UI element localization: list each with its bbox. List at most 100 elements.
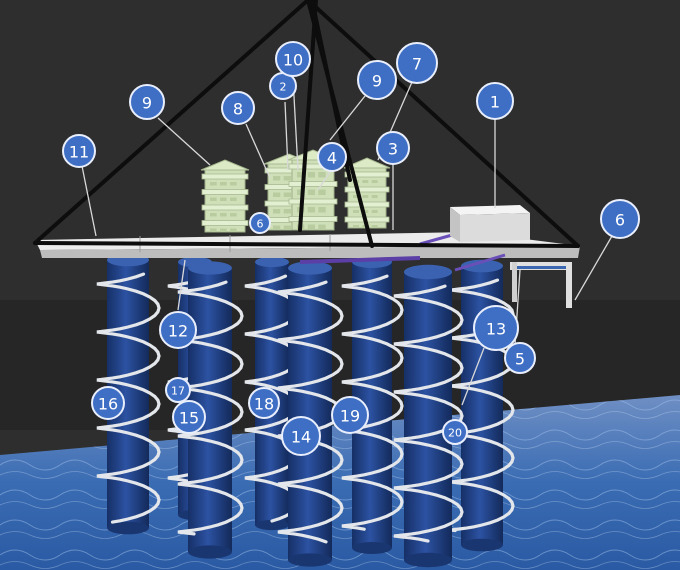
callout-13: 13 xyxy=(473,305,519,351)
building-window xyxy=(371,195,378,198)
callout-marker xyxy=(317,142,347,172)
building-floor-band xyxy=(201,220,249,226)
helix-strake xyxy=(341,274,404,531)
callout-16: 16 xyxy=(91,386,125,420)
callout-marker xyxy=(476,82,514,120)
gangway-rail xyxy=(515,266,570,269)
pile-base xyxy=(188,545,232,559)
building-floor-band xyxy=(288,181,338,187)
pile-cap xyxy=(255,256,289,268)
callout-marker xyxy=(376,131,410,165)
callout-label: 8 xyxy=(233,100,243,119)
building-window xyxy=(353,195,359,198)
building-window xyxy=(210,182,217,186)
callout-label: 18 xyxy=(254,395,274,414)
callout-15: 15 xyxy=(172,400,206,434)
water-ripples xyxy=(0,395,680,570)
building-window xyxy=(318,172,326,178)
building-window xyxy=(273,225,281,230)
building-window xyxy=(210,228,217,232)
leader-8 xyxy=(245,123,271,179)
callout-marker xyxy=(221,91,255,125)
building-floor-band xyxy=(344,201,390,208)
building-window xyxy=(230,228,237,232)
building-window xyxy=(273,209,281,214)
gangway-post xyxy=(566,262,572,308)
callout-label: 16 xyxy=(98,395,118,414)
pile-base xyxy=(107,521,149,535)
callout-9: 9 xyxy=(129,84,165,120)
helix-strake xyxy=(393,284,464,543)
callout-marker xyxy=(249,212,271,234)
callout-label: 13 xyxy=(486,320,506,339)
callout-10: 10 xyxy=(275,41,311,77)
building-window xyxy=(362,195,369,198)
deck-edge xyxy=(40,246,580,258)
building-window xyxy=(283,192,291,197)
callout-label: 9 xyxy=(142,94,152,113)
building-window xyxy=(283,176,291,181)
callout-label: 2 xyxy=(280,81,287,94)
callout-17: 17 xyxy=(165,377,191,403)
callout-marker xyxy=(473,305,519,351)
callout-marker xyxy=(504,342,536,374)
helix-strake xyxy=(177,280,244,536)
callout-marker xyxy=(91,386,125,420)
callout-label: 6 xyxy=(615,211,625,230)
building-window xyxy=(353,210,359,213)
building-floor-band xyxy=(201,189,249,195)
pile-cap xyxy=(461,259,503,273)
pile-base xyxy=(404,552,452,568)
callout-label: 9 xyxy=(372,72,382,91)
callout-label: 12 xyxy=(168,322,188,341)
leader-4 xyxy=(317,171,331,191)
callout-label: 3 xyxy=(388,140,398,159)
building-window xyxy=(362,210,369,213)
building-window xyxy=(230,197,237,201)
callout-marker xyxy=(357,60,397,100)
gangway-post xyxy=(512,262,517,302)
pile-shaft xyxy=(288,268,332,560)
purple-pipe xyxy=(454,253,506,272)
pile-shaft xyxy=(404,272,452,560)
pile-cap xyxy=(404,264,452,280)
building-window xyxy=(353,225,359,228)
callout-12: 12 xyxy=(159,311,197,349)
building-window xyxy=(318,207,326,213)
building-roof xyxy=(343,157,391,169)
pile-base xyxy=(255,519,289,531)
building xyxy=(200,159,250,233)
callout-8: 8 xyxy=(221,91,255,125)
callout-4: 4 xyxy=(317,142,347,172)
pile xyxy=(393,264,464,568)
building-window xyxy=(220,197,227,201)
building-window xyxy=(273,176,281,181)
callout-label: 14 xyxy=(291,428,311,447)
callout-label: 5 xyxy=(515,350,525,369)
callout-marker xyxy=(172,400,206,434)
building-window xyxy=(307,189,315,195)
callout-marker xyxy=(442,419,468,445)
callout-20: 20 xyxy=(442,419,468,445)
callout-label: 17 xyxy=(171,385,185,398)
callout-marker xyxy=(165,377,191,403)
building-group xyxy=(200,149,391,233)
callout-marker xyxy=(281,416,321,456)
building-floor-band xyxy=(344,171,390,178)
callout-label: 7 xyxy=(412,55,422,74)
building-window xyxy=(283,209,291,214)
callout-18: 18 xyxy=(248,387,280,419)
building-window xyxy=(297,172,305,178)
building-window xyxy=(371,180,378,183)
callout-marker xyxy=(396,42,438,84)
building-window xyxy=(210,197,217,201)
building-floor-band xyxy=(288,216,338,222)
building-window xyxy=(318,189,326,195)
callout-label: 10 xyxy=(283,51,303,70)
callout-label: 4 xyxy=(327,149,337,168)
pile-base xyxy=(352,542,392,554)
building-window xyxy=(362,180,369,183)
leader-9b xyxy=(329,95,366,141)
